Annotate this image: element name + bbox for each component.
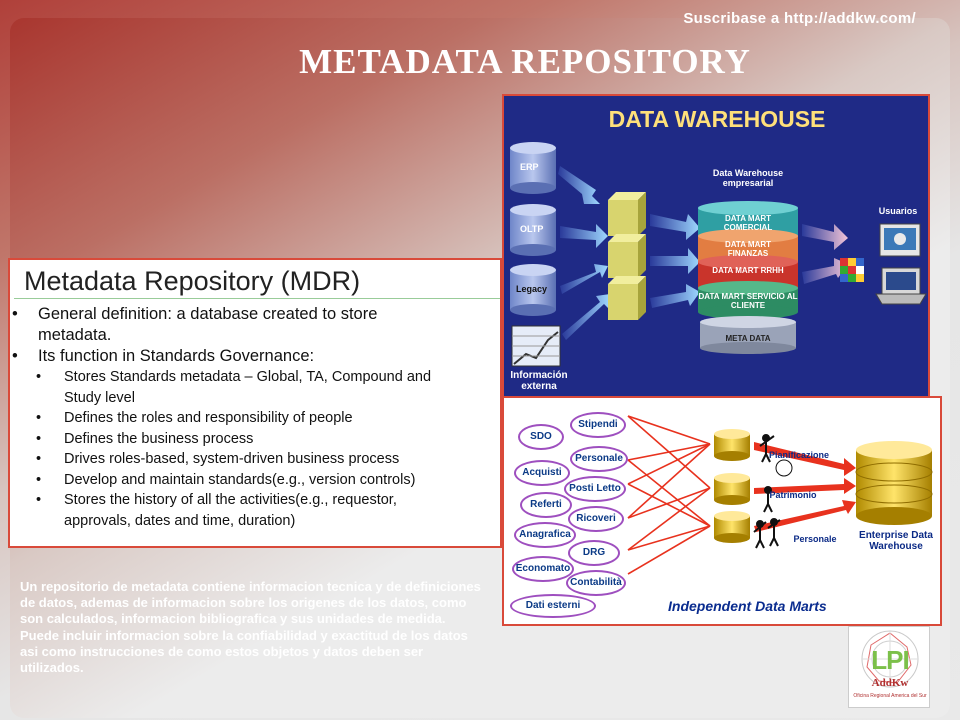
- mdr-bullet-list: General definition: a database created t…: [10, 304, 500, 531]
- legacy-label: Legacy: [516, 284, 548, 294]
- logo-subtitle: Oficina Regional America del Sur: [853, 693, 927, 699]
- source-acquisti: Acquisti: [514, 460, 570, 486]
- source-anagrafica: Anagrafica: [514, 522, 576, 548]
- bullet-item: Its function in Standards Governance:: [10, 346, 500, 366]
- sub-bullet-item: Defines the business process: [10, 429, 500, 450]
- sub-bullet-item: Stores Standards metadata – Global, TA, …: [10, 367, 500, 388]
- source-ricoveri: Ricoveri: [568, 506, 624, 532]
- bullet-item: General definition: a database created t…: [10, 304, 500, 324]
- rubiks-cube-icon: [840, 258, 864, 282]
- warehouse-graphics: [510, 142, 927, 367]
- metadata-label: META DATA: [725, 334, 771, 343]
- data-warehouse-diagram: DATA WAREHOUSE ERP OLTP Legacy Informaci…: [502, 94, 930, 400]
- mart-cylinders: [714, 429, 750, 543]
- source-referti: Referti: [520, 492, 572, 518]
- source-economato: Economato: [512, 556, 574, 582]
- sub-bullet-item: Develop and maintain standards(e.g., ver…: [10, 470, 500, 491]
- bullet-continuation: metadata.: [38, 326, 112, 344]
- sub-bullet-item: Stores the history of all the activities…: [10, 490, 500, 511]
- erp-cylinder: [510, 142, 556, 194]
- source-stipendi: Stipendi: [570, 412, 626, 438]
- mart-servicio-label: DATA MART SERVICIO AL CLIENTE: [698, 292, 798, 310]
- staging-cube: [608, 276, 646, 320]
- enterprise-dw-target-label: Enterprise Data Warehouse: [859, 530, 933, 552]
- mart-rrhh-label: DATA MART RRHH: [712, 266, 784, 275]
- erp-label: ERP: [520, 162, 539, 172]
- logo-graphic: [861, 630, 919, 688]
- logo-name: AddKw: [871, 677, 909, 689]
- mart-finanzas-label: DATA MART FINANZAS: [724, 240, 772, 258]
- subscribe-note: Suscribase a http://addkw.com/: [683, 10, 916, 27]
- mart-patrimonio-label: Patrimonio: [769, 490, 817, 500]
- users-label: Usuarios: [878, 206, 918, 216]
- enterprise-dw-label: Data Warehouse empresarial: [712, 168, 784, 188]
- source-dati-esterni: Dati esterni: [510, 594, 596, 618]
- enterprise-dw-cylinder: [855, 441, 933, 525]
- addkw-logo: LPI AddKw Oficina Regional America del S…: [848, 626, 930, 708]
- mdr-title: Metadata Repository (MDR): [24, 266, 361, 296]
- sub-bullet-continuation: Study level: [64, 389, 135, 406]
- desktop-computer-icon: [879, 223, 921, 257]
- staging-cube: [608, 192, 646, 236]
- source-posti-letto: Posti Letto: [564, 476, 626, 502]
- mart-comercial-label: DATA MART COMERCIAL: [723, 214, 773, 232]
- source-personale: Personale: [570, 446, 628, 472]
- money-bag-icon: [775, 459, 793, 477]
- marts-graphics: [627, 415, 933, 575]
- staging-cube: [608, 234, 646, 278]
- mdr-title-rule: [14, 298, 500, 299]
- source-sdo: SDO: [518, 424, 564, 450]
- sub-bullet-continuation: approvals, dates and time, duration): [64, 512, 296, 529]
- enterprise-warehouse-stack: [698, 201, 798, 354]
- sub-bullet-item: Defines the roles and responsibility of …: [10, 408, 500, 429]
- independent-data-marts-diagram: SDO Stipendi Acquisti Personale Referti …: [502, 396, 942, 626]
- external-chart-icon: [511, 325, 561, 367]
- source-drg: DRG: [568, 540, 620, 566]
- source-contabilita: Contabilità: [566, 570, 626, 596]
- mart-personale-label: Personale: [793, 534, 837, 544]
- sub-bullet-item: Drives roles-based, system-driven busine…: [10, 449, 500, 470]
- external-info-label: Información externa: [510, 370, 568, 392]
- laptop-icon: [875, 267, 927, 305]
- description-paragraph: Un repositorio de metadata contiene info…: [20, 579, 481, 676]
- marts-caption: Independent Data Marts: [668, 598, 827, 614]
- logo-letters: LPI: [871, 645, 909, 675]
- mdr-definition-box: Metadata Repository (MDR) General defini…: [8, 258, 502, 548]
- oltp-label: OLTP: [520, 224, 544, 234]
- mart-pianificazione-label: Pianificazione: [768, 450, 830, 460]
- slide-title: METADATA REPOSITORY: [299, 42, 751, 81]
- legacy-cylinder: [510, 264, 556, 316]
- people-icons: [753, 434, 781, 549]
- warehouse-title: DATA WAREHOUSE: [608, 106, 826, 132]
- oltp-cylinder: [510, 204, 556, 256]
